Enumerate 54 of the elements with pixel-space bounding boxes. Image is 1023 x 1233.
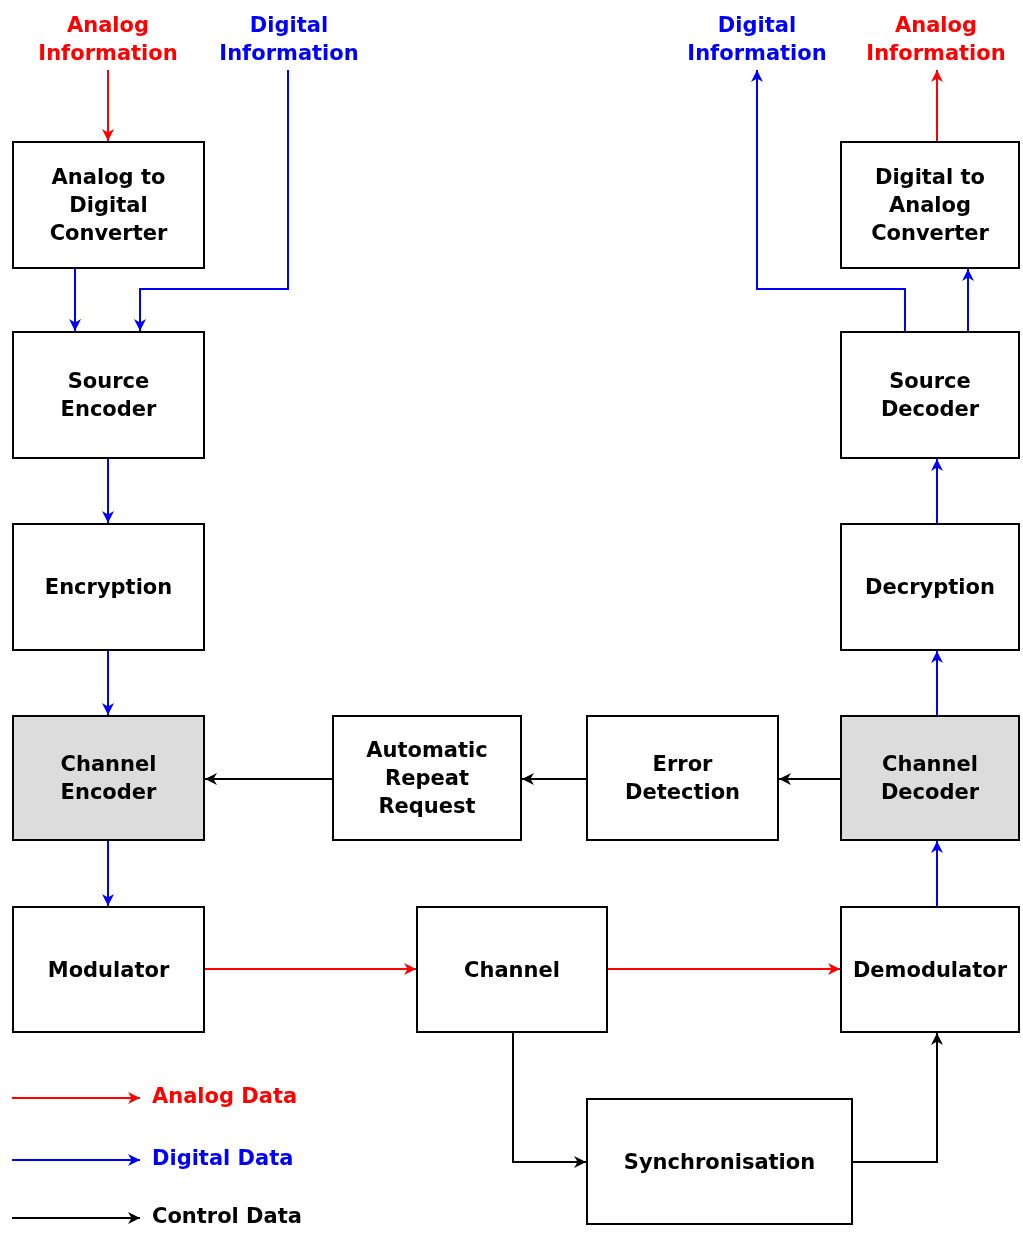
arrow <box>521 773 587 785</box>
process-box <box>12 141 205 269</box>
box-label: Analog to Digital Converter <box>48 164 169 247</box>
arrow <box>962 268 974 332</box>
label-text: Analog Information <box>37 12 179 67</box>
label-text: Analog Information <box>865 12 1007 67</box>
box-label: Channel Decoder <box>879 751 981 806</box>
process-box <box>586 1098 853 1225</box>
arrow <box>204 773 333 785</box>
box-label: Synchronisation <box>623 1148 816 1176</box>
arrow <box>134 69 289 332</box>
box-label: Automatic Repeat Request <box>365 737 489 820</box>
arrow <box>931 458 943 524</box>
arrow <box>204 963 417 975</box>
arrow <box>607 963 841 975</box>
arrow <box>102 650 114 716</box>
box-label: Channel <box>464 956 560 984</box>
label-text: Digital Information <box>686 12 828 67</box>
process-box <box>840 141 1020 269</box>
legend-label: Digital Data <box>152 1146 294 1170</box>
arrow <box>852 1032 943 1163</box>
arrow <box>931 69 943 142</box>
box-label: Modulator <box>47 956 170 984</box>
box-label: Demodulator <box>852 956 1008 984</box>
arrow <box>512 1032 587 1168</box>
arrow <box>778 773 841 785</box>
process-box <box>332 715 522 841</box>
process-box <box>12 331 205 459</box>
box-label: Error Detection <box>624 751 741 806</box>
process-box <box>840 715 1020 841</box>
box-label: Source Encoder <box>59 368 158 423</box>
process-box <box>12 523 205 651</box>
arrow <box>102 840 114 907</box>
process-box <box>12 715 205 841</box>
arrow <box>751 69 906 332</box>
legend-label: Control Data <box>152 1204 302 1228</box>
arrow <box>931 840 943 907</box>
arrow <box>102 458 114 524</box>
box-label: Source Decoder <box>879 368 981 423</box>
legend-label: Analog Data <box>152 1084 298 1108</box>
process-box <box>12 906 205 1033</box>
process-box <box>840 523 1020 651</box>
arrow <box>69 268 81 332</box>
process-box <box>840 906 1020 1033</box>
label-text: Digital Information <box>218 12 360 67</box>
box-label: Encryption <box>44 574 173 601</box>
arrow <box>102 69 114 142</box>
process-box <box>840 331 1020 459</box>
box-label: Channel Encoder <box>59 751 158 806</box>
arrow <box>931 650 943 716</box>
box-label: Digital to Analog Converter <box>870 164 990 247</box>
process-box <box>416 906 608 1033</box>
process-box <box>586 715 779 841</box>
box-label: Decryption <box>865 574 995 601</box>
